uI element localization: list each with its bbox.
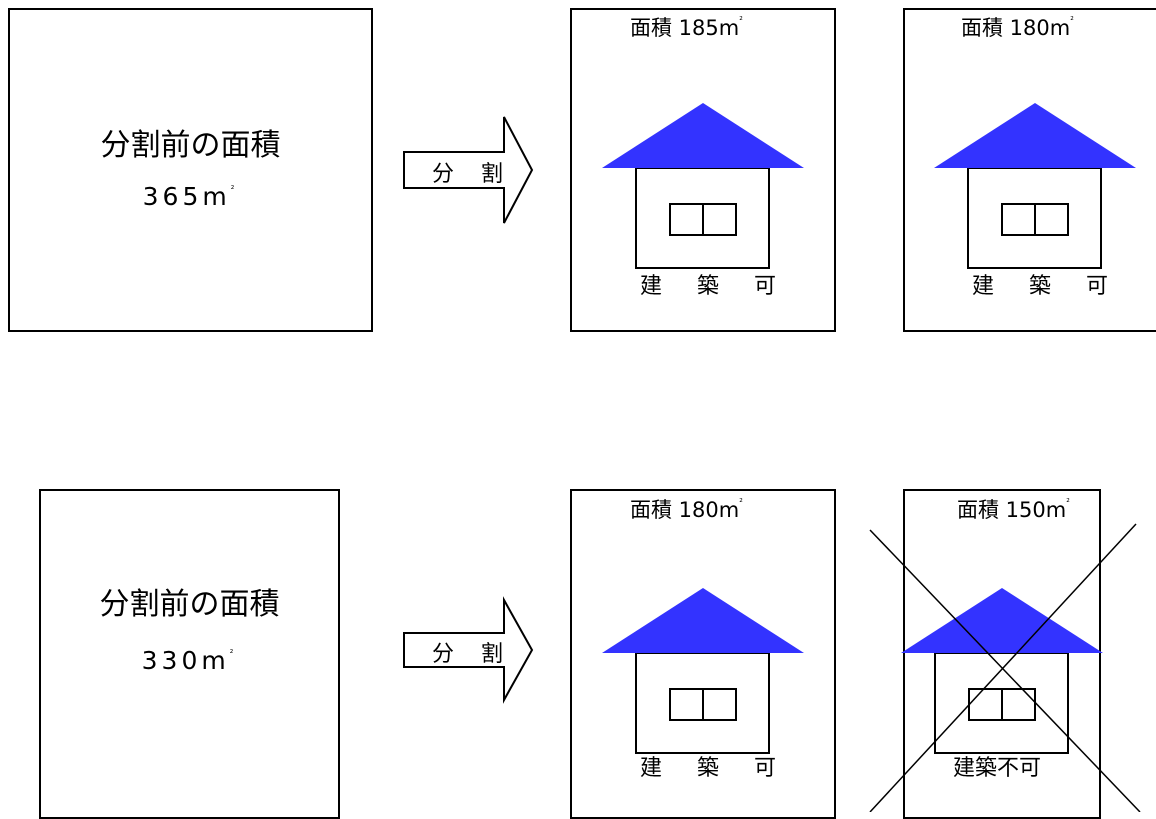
before-area-title: 分割前の面積 — [100, 128, 281, 163]
house-icon — [901, 588, 1103, 754]
before-area-box-1: 分割前の面積 365m² — [8, 8, 373, 332]
arrow-icon — [403, 116, 534, 224]
house-icon — [934, 103, 1136, 269]
lot-area-label: 面積 180m² — [961, 16, 1074, 40]
house-icon — [602, 588, 804, 754]
lot-area-label: 面積 185m² — [630, 16, 743, 40]
split-arrow-label: 分 割 — [432, 642, 513, 667]
house-icon — [602, 103, 804, 269]
cross-icon — [869, 523, 1141, 812]
before-area-value: 365m² — [142, 182, 239, 211]
lot-area-label: 面積 150m² — [957, 498, 1070, 522]
build-status: 建 築 可 — [640, 756, 790, 781]
before-area-value: 330m² — [141, 646, 238, 675]
build-status: 建築不可 — [953, 756, 1042, 781]
build-status: 建 築 可 — [972, 274, 1122, 299]
before-area-title: 分割前の面積 — [99, 587, 280, 622]
lot-area-label: 面積 180m² — [630, 498, 743, 522]
arrow-icon — [403, 596, 534, 704]
build-status: 建 築 可 — [640, 274, 790, 299]
split-arrow-label: 分 割 — [432, 162, 513, 187]
